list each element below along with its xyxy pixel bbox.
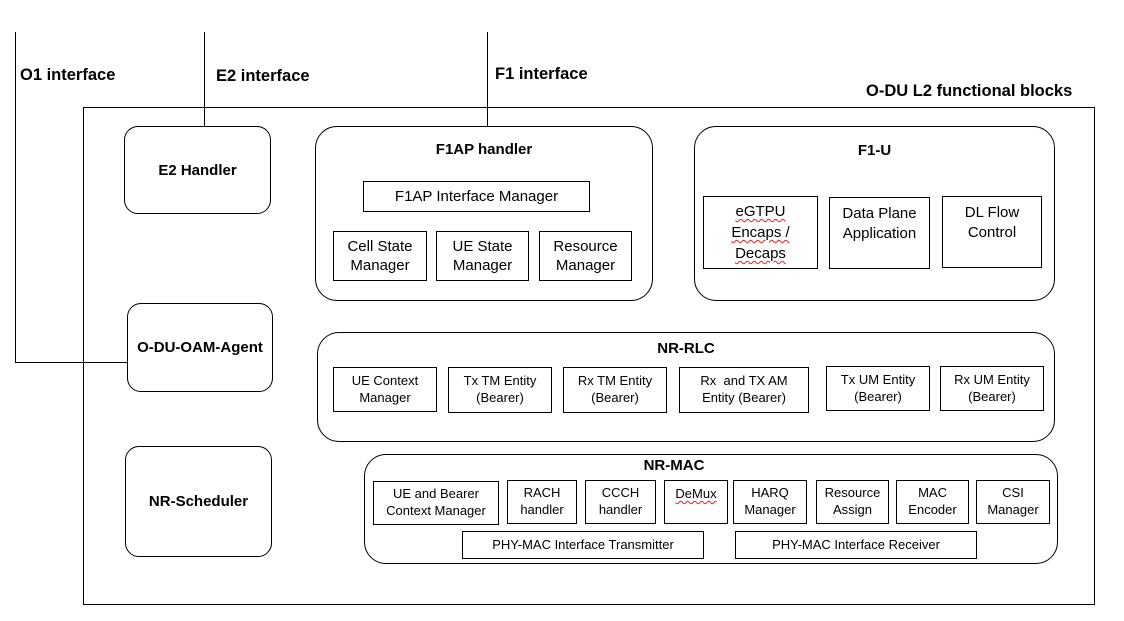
dl-flow-control: DL Flow Control bbox=[942, 196, 1042, 268]
phy-mac-interface-transmitter: PHY-MAC Interface Transmitter bbox=[462, 531, 704, 559]
oam-agent-block: O-DU-OAM-Agent bbox=[127, 303, 273, 392]
egtpu-line3: Decaps bbox=[735, 245, 786, 262]
mac-csi-manager: CSI Manager bbox=[976, 480, 1050, 524]
mac-demux: DeMux bbox=[664, 480, 728, 524]
nr-mac-title: NR-MAC bbox=[643, 457, 705, 474]
mac-harq-manager: HARQ Manager bbox=[733, 480, 807, 524]
egtpu-line1: eGTPU bbox=[735, 203, 786, 220]
rlc-rx-um-entity: Rx UM Entity (Bearer) bbox=[940, 366, 1044, 411]
mac-resource-assign: Resource Assign bbox=[816, 480, 889, 524]
mac-ccch-handler: CCCH handler bbox=[585, 480, 656, 524]
e2-handler-block: E2 Handler bbox=[124, 126, 271, 214]
mac-encoder: MAC Encoder bbox=[896, 480, 969, 524]
rlc-tx-um-entity: Tx UM Entity (Bearer) bbox=[826, 366, 930, 411]
egtpu-line2: Encaps / bbox=[731, 224, 790, 241]
nr-scheduler-block: NR-Scheduler bbox=[125, 446, 272, 557]
mac-demux-label: DeMux bbox=[675, 486, 717, 501]
rlc-rx-tx-am-entity: Rx and TX AM Entity (Bearer) bbox=[679, 367, 809, 413]
e2-interface-line bbox=[204, 32, 205, 127]
oam-agent-label: O-DU-OAM-Agent bbox=[137, 339, 263, 356]
nr-rlc-title: NR-RLC bbox=[657, 340, 715, 357]
o1-interface-line-horizontal bbox=[15, 362, 128, 363]
mac-rach-handler: RACH handler bbox=[507, 480, 577, 524]
rlc-ue-context-manager: UE Context Manager bbox=[333, 367, 437, 412]
rlc-tx-tm-entity: Tx TM Entity (Bearer) bbox=[448, 367, 552, 413]
resource-manager: Resource Manager bbox=[539, 231, 632, 281]
nr-scheduler-label: NR-Scheduler bbox=[148, 493, 249, 510]
o1-interface-label: O1 interface bbox=[20, 66, 116, 84]
rlc-rx-tm-entity: Rx TM Entity (Bearer) bbox=[563, 367, 667, 413]
cell-state-manager: Cell State Manager bbox=[333, 231, 427, 281]
odu-l2-frame bbox=[83, 107, 1095, 605]
f1u-title: F1-U bbox=[857, 142, 892, 159]
egtpu-block: eGTPU Encaps / Decaps bbox=[703, 196, 818, 269]
e2-interface-label: E2 interface bbox=[216, 67, 310, 85]
f1ap-interface-manager: F1AP Interface Manager bbox=[363, 181, 590, 212]
f1-interface-label: F1 interface bbox=[495, 65, 588, 83]
data-plane-application: Data Plane Application bbox=[829, 197, 930, 269]
e2-handler-label: E2 Handler bbox=[158, 161, 237, 179]
o1-interface-line-vertical bbox=[15, 32, 16, 362]
ue-state-manager: UE State Manager bbox=[436, 231, 529, 281]
mac-ue-bearer-context-manager: UE and Bearer Context Manager bbox=[373, 481, 499, 525]
f1-interface-line bbox=[487, 32, 488, 127]
f1ap-handler-title: F1AP handler bbox=[435, 141, 533, 158]
frame-title: O-DU L2 functional blocks bbox=[866, 82, 1073, 100]
phy-mac-interface-receiver: PHY-MAC Interface Receiver bbox=[735, 531, 977, 559]
